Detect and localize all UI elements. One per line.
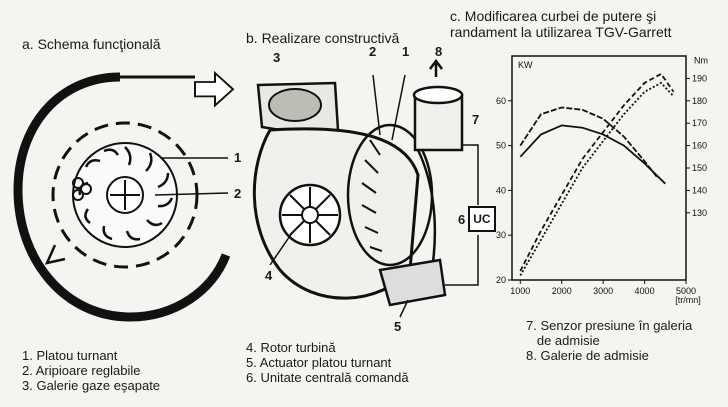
panel-b-title: b. Realizare constructivă bbox=[246, 30, 400, 46]
panel-c-title-line: c. Modificarea curbei de putere şi bbox=[450, 8, 657, 24]
legend-item: 7. Senzor presiune în galeria bbox=[526, 318, 693, 333]
panel-b-diagram bbox=[252, 58, 479, 318]
legend-item: 8. Galerie de admisie bbox=[526, 348, 649, 363]
panel-c-title-line: randament la utilizarea TGV-Garrett bbox=[450, 24, 672, 40]
performance-chart: 1000 2000 3000 4000 5000[tr/mn] 20 30 40 50 60 KW 1… bbox=[496, 55, 708, 305]
panel-b-legend: 4. Rotor turbină 5. Actuator platou turn… bbox=[246, 340, 409, 385]
x-tick-label: 3000 bbox=[593, 286, 613, 296]
y-right-tick-label: 190 bbox=[692, 73, 707, 83]
panel-a-diagram bbox=[13, 70, 235, 322]
plot-frame bbox=[511, 55, 687, 281]
flow-arrow-lower-left bbox=[44, 244, 66, 265]
legend-item: 5. Actuator platou turnant bbox=[246, 355, 392, 370]
y-right-tick-label: 180 bbox=[692, 96, 707, 106]
actuator bbox=[378, 258, 447, 307]
x-tick-label: 1000 bbox=[510, 286, 530, 296]
x-tick-label: 2000 bbox=[552, 286, 572, 296]
y-right-tick-label: 130 bbox=[692, 208, 707, 218]
legend-item: 2. Aripioare reglabile bbox=[22, 363, 141, 378]
series-line-3 bbox=[519, 106, 658, 178]
legend-item: 3. Galerie gaze eşapate bbox=[22, 378, 161, 393]
panel-a-legend: 1. Platou turnant 2. Aripioare reglabile… bbox=[22, 348, 160, 393]
series-line-1 bbox=[519, 72, 675, 272]
y-right-axis-label: Nm bbox=[694, 55, 708, 65]
y-left-tick-label: 50 bbox=[496, 141, 506, 151]
y-left-tick-label: 30 bbox=[496, 230, 506, 240]
panel-a-label-1: 1 bbox=[234, 150, 242, 165]
bolt-rings bbox=[72, 177, 92, 201]
panel-c-title: c. Modificarea curbei de putere şi randa… bbox=[450, 8, 672, 40]
panel-b-label-5: 5 bbox=[394, 319, 402, 334]
uc-box: UC bbox=[468, 206, 496, 232]
panel-b-label-2: 2 bbox=[369, 44, 377, 59]
legend-item: 1. Platou turnant bbox=[22, 348, 118, 363]
x-tick-label: 4000 bbox=[635, 286, 655, 296]
x-tick-label: 5000 bbox=[676, 286, 696, 296]
series-line-2 bbox=[519, 81, 675, 276]
panel-a-label-2: 2 bbox=[234, 186, 242, 201]
x-unit-label: [tr/mn] bbox=[675, 295, 701, 305]
legend-item: 6. Unitate centrală comandă bbox=[246, 370, 409, 385]
flow-arrow-inlet bbox=[194, 70, 235, 108]
adjustable-vanes bbox=[78, 146, 174, 241]
y-right-tick-label: 140 bbox=[692, 185, 707, 195]
series-line-4 bbox=[519, 124, 666, 185]
panel-c-legend: 7. Senzor presiune în galeria de admisie… bbox=[526, 318, 692, 363]
rotating-plate-circle bbox=[51, 121, 199, 269]
panel-b-label-8: 8 bbox=[435, 44, 443, 59]
legend-item: 4. Rotor turbină bbox=[246, 340, 336, 355]
legend-item: de admisie bbox=[526, 333, 600, 348]
y-left-tick-label: 60 bbox=[496, 96, 506, 106]
panel-b-label-6: 6 bbox=[458, 211, 466, 227]
y-left-tick-label: 40 bbox=[496, 185, 506, 195]
panel-b-label-3: 3 bbox=[273, 50, 281, 65]
housing-spiral bbox=[13, 72, 231, 322]
control-unit: 6 UC bbox=[458, 206, 496, 232]
exhaust-port bbox=[268, 88, 322, 122]
panel-a-title: a. Schema funcţională bbox=[22, 36, 161, 52]
panel-b-label-1: 1 bbox=[402, 44, 410, 59]
y-right-tick-label: 160 bbox=[692, 141, 707, 151]
panel-b-label-7: 7 bbox=[472, 112, 480, 127]
up-arrow-icon bbox=[429, 58, 443, 77]
panel-b-label-4: 4 bbox=[265, 268, 273, 283]
y-right-tick-label: 170 bbox=[692, 118, 707, 128]
y-left-axis-label: KW bbox=[518, 60, 533, 70]
y-right-tick-label: 150 bbox=[692, 163, 707, 173]
y-left-tick-label: 20 bbox=[496, 275, 506, 285]
vane-blades bbox=[361, 139, 383, 252]
